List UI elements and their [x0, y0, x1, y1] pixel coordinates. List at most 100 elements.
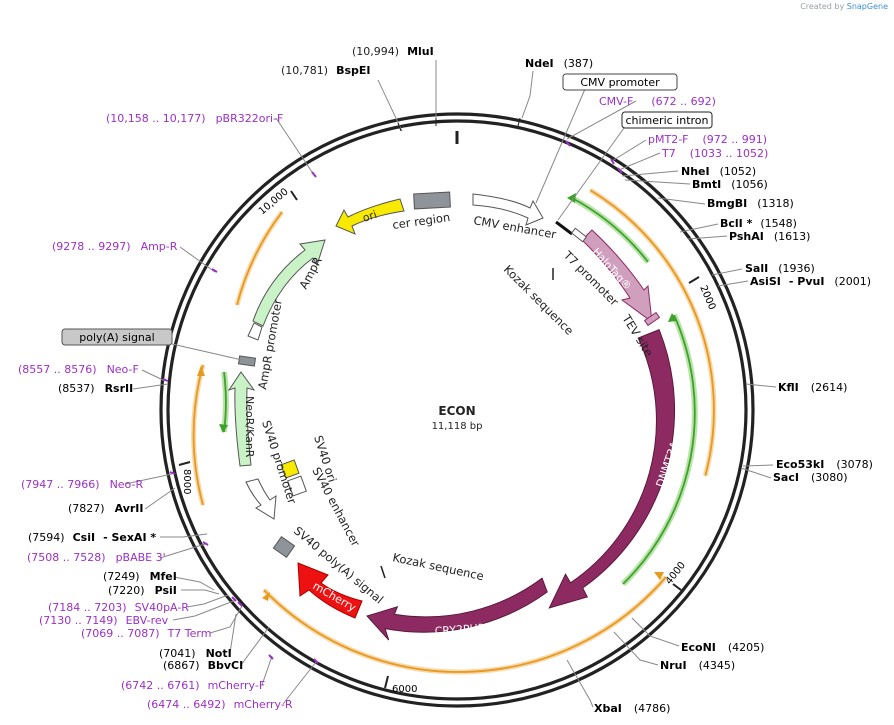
- primer-mark-pbr322ori-f: [311, 171, 317, 178]
- neor-kanr-arrow: [227, 371, 256, 467]
- ruler-tick-6000: [384, 675, 389, 689]
- leader-chimeric-intron: [557, 127, 625, 221]
- leader-saci: [740, 467, 772, 479]
- primer-pbr322ori-f: (10,158 .. 10,177)pBR322ori-F: [106, 112, 283, 125]
- site-bbvci: (6867)BbvCI: [163, 659, 243, 672]
- leader-lines: [124, 60, 777, 708]
- leader-bbvci: [240, 626, 270, 666]
- primer-amp-r: (9278 .. 9297)Amp-R: [52, 240, 178, 253]
- leader-pmt2-f: [611, 139, 647, 162]
- site-csii-sexai: (7594)CsiI- SexAI *: [28, 531, 156, 544]
- orf-arrowhead-bottom: [262, 592, 270, 601]
- leader-nhei: [621, 170, 679, 177]
- site-mlui: (10,994)MluI: [352, 45, 434, 58]
- primer-pbabe: (7508 .. 7528)pBABE 3': [27, 551, 166, 564]
- ruler-label-2000: 2000: [697, 284, 717, 312]
- kozak-marker-2: [380, 565, 386, 579]
- site-psii: (7220)PsiI: [108, 584, 177, 597]
- leader-psii: [181, 589, 220, 595]
- dnmt3a-arrow: [548, 328, 676, 609]
- orf-arc-bottom: [263, 576, 667, 673]
- site-bmgbi: BmgBI(1318): [707, 197, 794, 210]
- site-rsrii: (8537)RsrII: [58, 382, 133, 395]
- primer-t7-term: (7069 .. 7087)T7 Term: [81, 627, 211, 640]
- ruler-label-6000: 6000: [392, 684, 417, 695]
- green-arc-top: [571, 197, 649, 263]
- leader-avrii: [144, 487, 176, 510]
- leader-mfei: [173, 576, 215, 591]
- cmv-enhancer-label: CMV enhancer: [472, 213, 557, 241]
- sv40-polya-box: [272, 535, 296, 559]
- snapgene-credit: Created by SnapGene: [800, 2, 888, 11]
- orf-arcs: [191, 187, 717, 675]
- primer-cmv-f: CMV-F(672 .. 692): [599, 95, 716, 108]
- site-bspei: (10,781)BspEI: [281, 64, 371, 77]
- credit-prefix: Created by: [800, 2, 845, 11]
- orf-arc-upperleft: [236, 211, 283, 306]
- site-avrii: (7827)AvrII: [68, 502, 143, 515]
- site-saci: SacI(3080): [773, 471, 848, 484]
- leader-neo-r: [124, 473, 173, 485]
- polya-signal-label: poly(A) signal: [79, 331, 154, 344]
- orf-arc-left: [192, 364, 204, 506]
- leader-sali: [711, 268, 743, 276]
- cmv-promoter-label: CMV promoter: [580, 76, 660, 89]
- ruler-tick-8000: [178, 461, 191, 466]
- ampr-arrow: [252, 239, 326, 327]
- sv40-ori-box: [280, 459, 300, 479]
- green-arrowhead-left: [219, 424, 228, 433]
- leader-cmv-promoter: [535, 88, 586, 204]
- backbone-outer-strand: [159, 112, 755, 708]
- primer-mark-sv40pa-r: [231, 596, 237, 602]
- primer-neo-r: (7947 .. 7966)Neo-R: [21, 478, 143, 491]
- leader-econi: [631, 617, 680, 647]
- leader-bmgbi: [657, 197, 706, 205]
- leader-ndei: [521, 70, 534, 119]
- site-econi: EcoNI(4205): [681, 641, 764, 654]
- backbone: [159, 112, 755, 708]
- leader-bspei: [377, 79, 403, 132]
- leader-csii: [160, 533, 208, 538]
- leader-kfli: [745, 383, 777, 388]
- ruler-tick-2000: [688, 276, 700, 284]
- ampr-promoter-arrow: [247, 322, 263, 341]
- cer-region-box: [413, 191, 451, 210]
- orf-arrowhead-right: [654, 572, 664, 580]
- primer-marks: [162, 140, 623, 664]
- plasmid-size: 11,118 bp: [432, 421, 483, 432]
- leader-nrui: [613, 631, 659, 666]
- leader-mcherry-f: [261, 655, 273, 686]
- tev-site-box: [643, 311, 661, 327]
- orf-arc-right: [589, 189, 715, 476]
- primer-mark-amp-r: [211, 268, 218, 273]
- site-nhei: NheI(1052): [681, 165, 756, 178]
- site-bmti: BmtI(1056): [692, 178, 768, 191]
- primer-mark-ebv-rev: [237, 601, 243, 607]
- leader-sv40pa-r: [186, 594, 229, 608]
- leader-eco53ki: [742, 464, 774, 467]
- site-labels: (10,994)MluI (10,781)BspEI NdeI(387) CMV…: [18, 45, 873, 715]
- cmv-promoter-box: [562, 73, 678, 91]
- site-asisi-pvui: AsiSI- PvuI(2001): [750, 275, 871, 288]
- primer-mark-pbabe: [202, 541, 209, 546]
- tick-ndei: [517, 117, 521, 127]
- ruler-tick-4000: [672, 583, 682, 591]
- sv40-enhancer-box: [287, 475, 307, 497]
- plasmid-name: ECON: [438, 404, 475, 418]
- leader-t7-term: [209, 605, 243, 634]
- kozak-label-1: Kozak sequence: [501, 262, 577, 338]
- site-ticks: [397, 117, 521, 132]
- ori-label: ori: [361, 208, 379, 225]
- green-arrowhead-top: [567, 193, 576, 203]
- primer-mark-mcherry-r: [313, 658, 319, 664]
- mcherry-arrow: [297, 562, 363, 619]
- site-nrui: NruI(4345): [660, 659, 735, 672]
- leader-neo-f: [141, 369, 166, 382]
- leader-noti: [229, 613, 237, 654]
- leader-t7: [618, 152, 661, 171]
- site-sali: SalI(1936): [745, 262, 815, 275]
- site-ndei: NdeI(387): [525, 57, 593, 70]
- leader-bcli: [679, 223, 719, 233]
- leader-polya-signal: [171, 343, 243, 361]
